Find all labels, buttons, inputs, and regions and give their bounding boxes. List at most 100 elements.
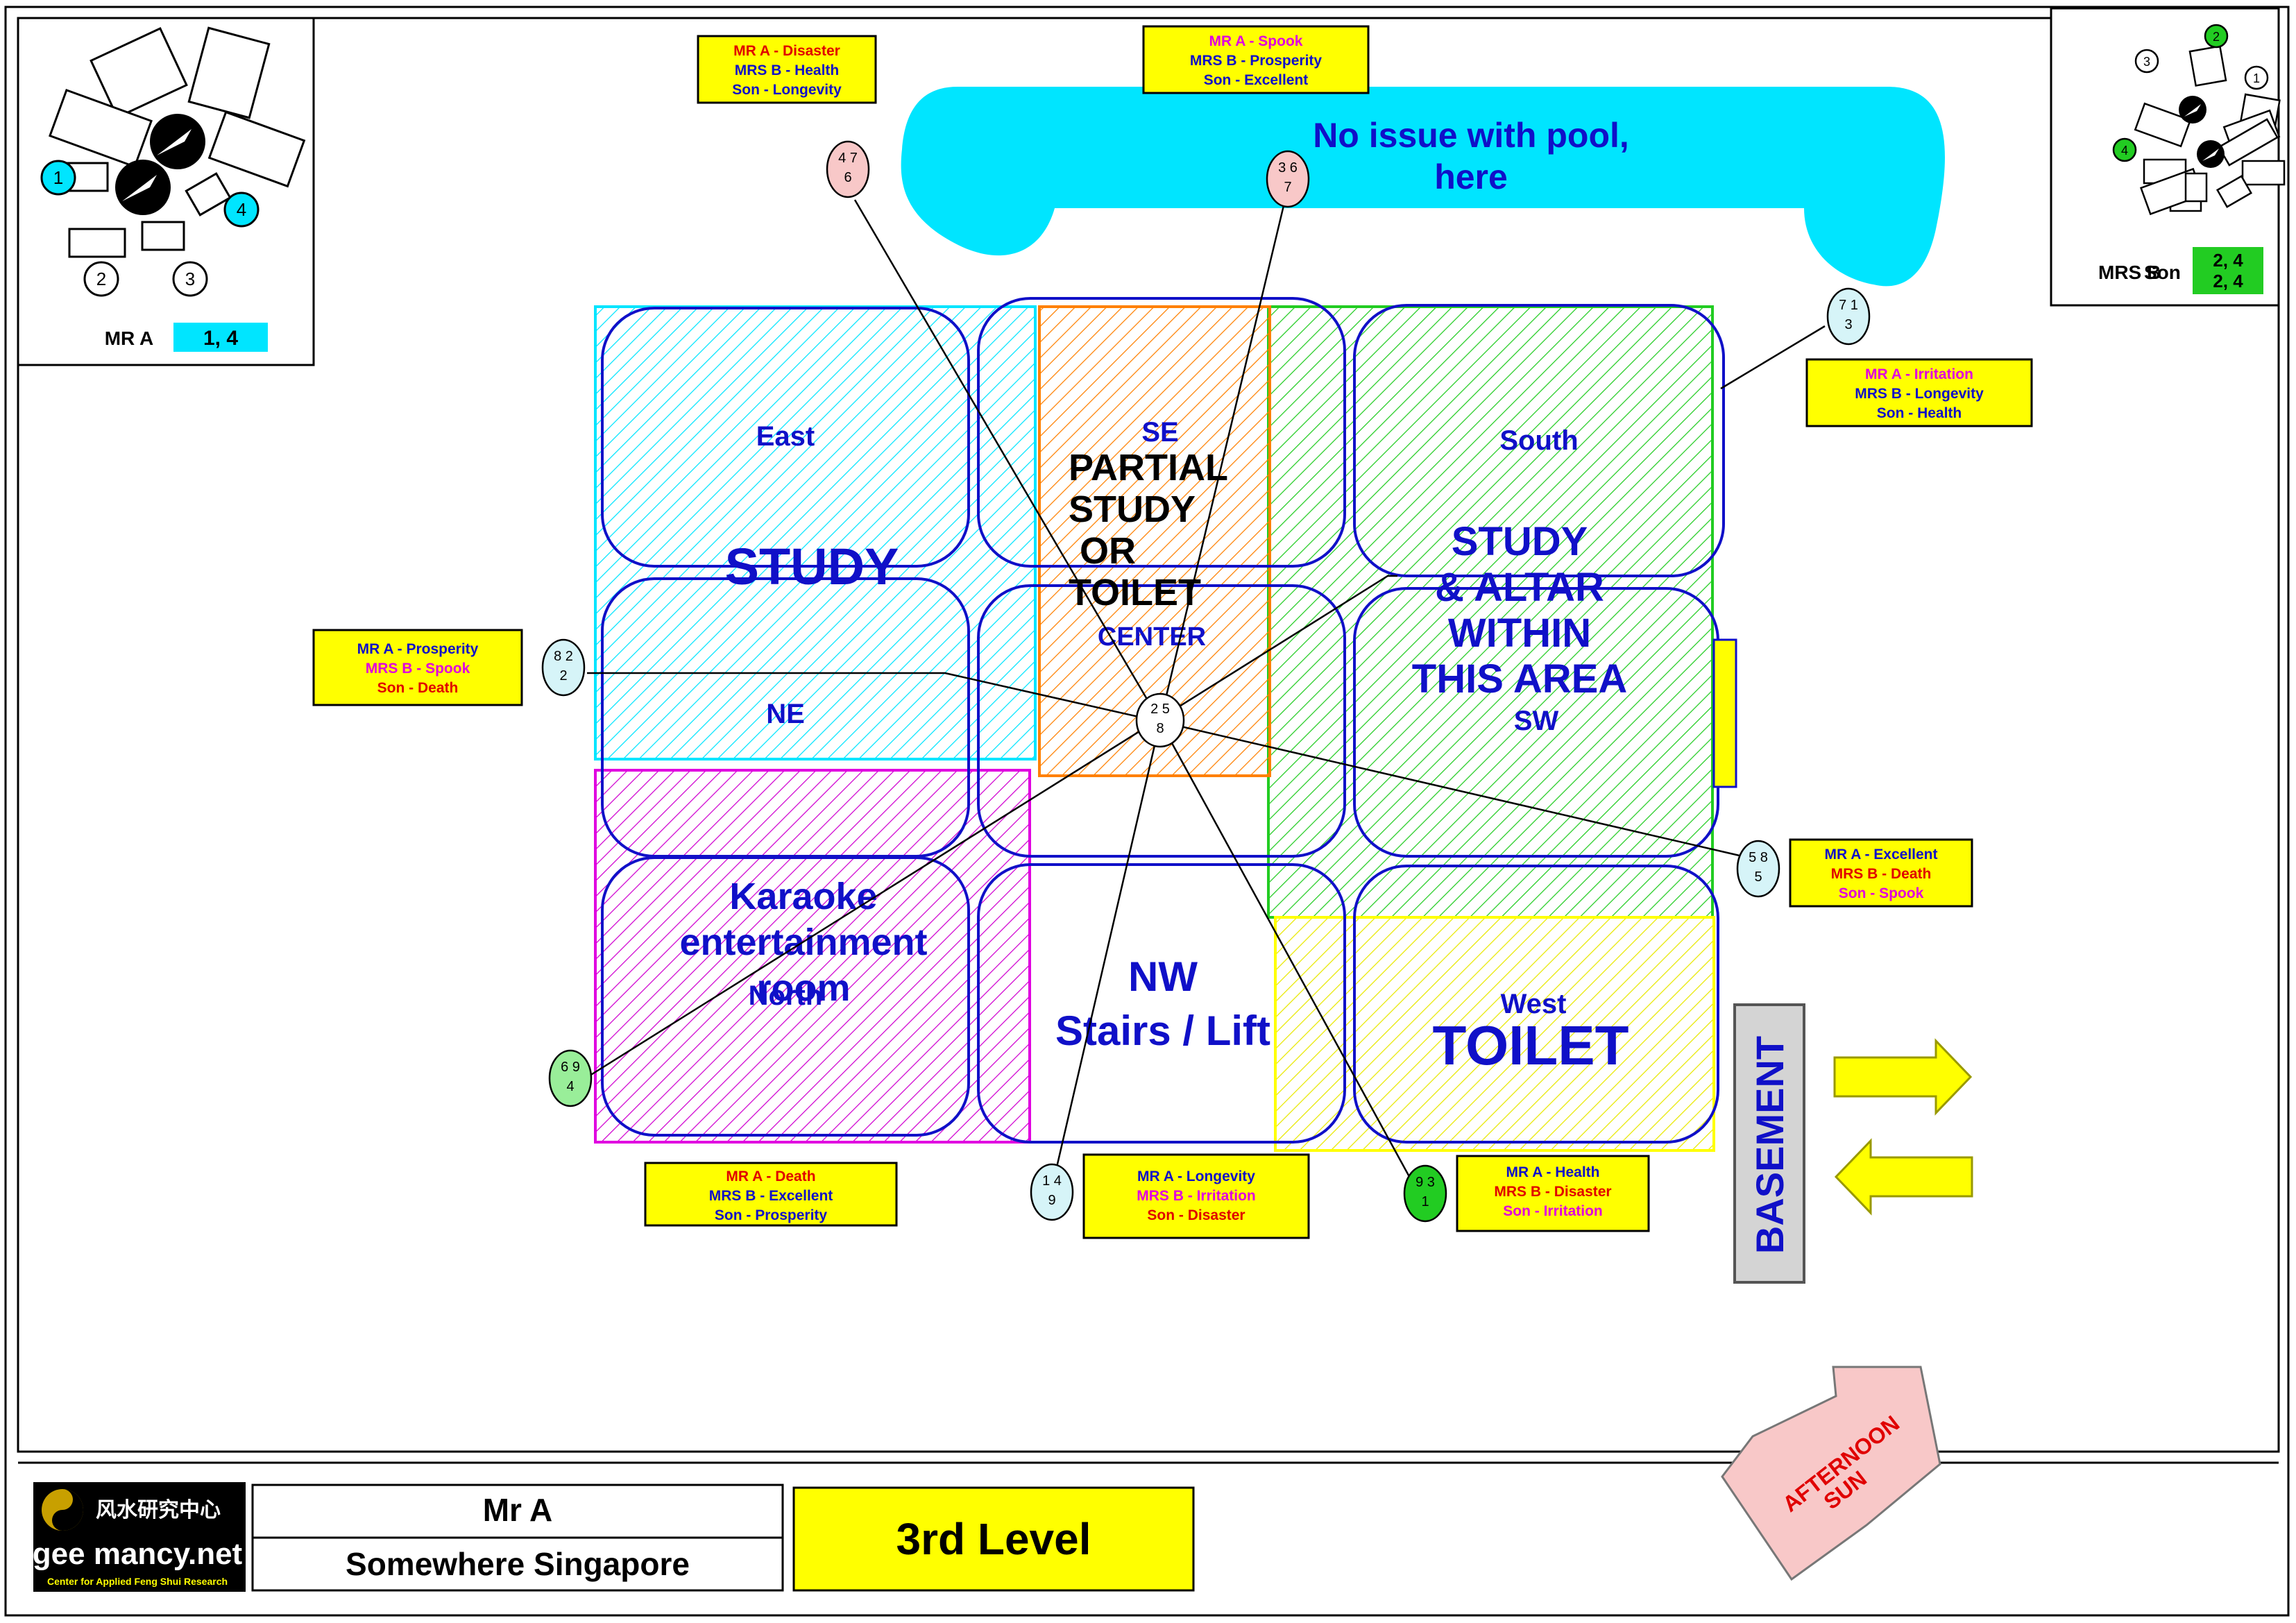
note-e-top-row2: MRS B - Health — [735, 62, 840, 78]
note-nw-bottom-row3: Son - Disaster — [1147, 1207, 1245, 1223]
area-label-altar-2: & ALTAR — [1435, 565, 1604, 610]
inset-mrs-b: 1 2 3 4 MRS B Son 2, 4 2, 4 — [2050, 7, 2286, 307]
star-sw-right — [1736, 840, 1780, 898]
room-se — [977, 297, 1346, 568]
room-label-north: North — [749, 980, 823, 1011]
inset-mrs-b-label: MRS B — [2098, 262, 2161, 283]
basement-block — [1733, 1003, 1805, 1284]
room-label-nw-line1: NW — [1128, 953, 1198, 1000]
basement-label: BASEMENT — [1748, 1036, 1792, 1254]
note-s-right-row2: MRS B - Longevity — [1855, 386, 1984, 402]
inset-mrs-b-pos-2: 2 — [2213, 30, 2220, 44]
star-nw-bottom-top: 1 4 — [1042, 1173, 1062, 1189]
room-label-ne: NE — [766, 699, 805, 729]
star-w-bottom — [1403, 1164, 1447, 1223]
note-w-bottom-row1: MR A - Health — [1506, 1164, 1600, 1180]
star-center — [1135, 692, 1185, 748]
location-name: Somewhere Singapore — [346, 1546, 690, 1582]
note-n-bottom-row2: MRS B - Excellent — [709, 1188, 833, 1204]
arrow-left-icon — [1834, 1138, 1973, 1216]
note-n-bottom-row3: Son - Prosperity — [715, 1207, 828, 1223]
room-label-south: South — [1499, 425, 1578, 456]
karaoke-area — [594, 769, 1031, 1144]
note-s-right-row3: Son - Health — [1877, 405, 1962, 421]
area-label-partial-4: TOILET — [1069, 572, 1201, 613]
note-se-top-row3: Son - Excellent — [1204, 72, 1309, 88]
star-sw-right-bottom: 5 — [1754, 869, 1762, 885]
note-box-n-bottom — [644, 1162, 898, 1227]
star-e-top-top: 4 7 — [838, 151, 858, 166]
star-center-top: 2 5 — [1150, 702, 1170, 717]
room-north — [601, 856, 970, 1137]
star-ne-left-top: 8 2 — [554, 649, 573, 664]
pool-note-line1: No issue with pool, — [1313, 116, 1629, 155]
note-sw-right-row2: MRS B - Death — [1831, 866, 1932, 882]
inner-frame — [17, 17, 2280, 1453]
room-center — [977, 584, 1346, 858]
note-e-top-row3: Son - Longevity — [732, 82, 842, 98]
area-label-partial-3: OR — [1080, 530, 1136, 572]
inset-mr-a-value: 1, 4 — [203, 327, 238, 350]
inset-mr-a-pos-3: 3 — [185, 269, 195, 289]
footer: 风水研究中心 gee mancy.net Center for Applied … — [33, 1482, 1195, 1592]
note-box-sw-right — [1789, 838, 1973, 908]
inset-mrs-b-pos-3: 3 — [2143, 55, 2150, 69]
note-ne-left-row1: MR A - Prosperity — [357, 641, 479, 657]
star-nw-bottom-bottom: 9 — [1048, 1193, 1055, 1208]
area-label-altar-4: THIS AREA — [1412, 656, 1627, 702]
room-west — [1353, 865, 1719, 1144]
inset-mrs-b-pos-1: 1 — [2253, 71, 2260, 85]
inset-mr-a-pos-4: 4 — [237, 199, 246, 220]
note-ne-left-row3: Son - Death — [377, 680, 459, 696]
client-name: Mr A — [483, 1492, 553, 1528]
star-s-right — [1826, 287, 1871, 346]
logo-sub: Center for Applied Feng Shui Research — [47, 1576, 228, 1587]
star-ne-left — [541, 638, 586, 697]
location-box — [251, 1536, 784, 1592]
note-sw-right-row1: MR A - Excellent — [1825, 847, 1938, 863]
room-label-center: CENTER — [1098, 622, 1206, 652]
room-label-toilet: TOILET — [1433, 1014, 1629, 1076]
room-south — [1353, 304, 1725, 577]
note-box-ne-left — [312, 629, 523, 706]
inset-mr-a-pos-1: 1 — [53, 167, 63, 188]
logo-chinese: 风水研究中心 — [96, 1498, 221, 1522]
room-label-east: East — [756, 421, 815, 452]
area-label-partial-1: PARTIAL — [1069, 447, 1228, 488]
star-n-left-top: 6 9 — [561, 1060, 580, 1075]
afternoon-sun-arrow-icon — [1721, 1366, 1941, 1581]
star-w-bottom-top: 9 3 — [1415, 1175, 1435, 1190]
note-box-se-top — [1142, 25, 1370, 94]
inset-mr-a: 1 2 3 4 MR A 1, 4 — [17, 17, 315, 366]
inset-mrs-b-pos-4: 4 — [2121, 144, 2128, 158]
star-n-left — [548, 1049, 593, 1107]
star-se-top — [1266, 150, 1310, 208]
star-e-top — [826, 140, 870, 198]
note-e-top-row1: MR A - Disaster — [733, 43, 840, 59]
area-label-partial-2: STUDY — [1069, 488, 1196, 530]
note-sw-right-row3: Son - Spook — [1839, 885, 1924, 901]
note-n-bottom-row1: MR A - Death — [726, 1169, 815, 1184]
star-center-bottom: 8 — [1156, 721, 1164, 736]
toilet-area-west — [1274, 916, 1715, 1152]
star-n-left-bottom: 4 — [566, 1079, 574, 1094]
outer-frame — [4, 6, 2290, 1617]
note-box-w-bottom — [1456, 1155, 1650, 1232]
star-nw-bottom — [1030, 1163, 1074, 1221]
note-se-top-row2: MRS B - Prosperity — [1190, 53, 1323, 69]
room-nw — [977, 863, 1346, 1144]
star-ne-left-bottom: 2 — [559, 668, 567, 683]
inset-mr-a-pos-2: 2 — [96, 269, 106, 289]
note-w-bottom-row3: Son - Irritation — [1503, 1203, 1603, 1219]
star-e-top-bottom: 6 — [844, 170, 851, 185]
connector-lines — [587, 199, 1826, 1189]
area-label-altar-1: STUDY — [1452, 519, 1588, 564]
note-nw-bottom-row2: MRS B - Irritation — [1137, 1188, 1256, 1204]
inset-son-label: Son — [2144, 262, 2181, 283]
inset-mrs-b-value2: 2, 4 — [2213, 271, 2243, 291]
room-label-west: West — [1501, 989, 1567, 1019]
inset-mr-a-label: MR A — [105, 328, 154, 349]
inset-mrs-b-compass-icon — [2179, 96, 2206, 124]
note-ne-left-row2: MRS B - Spook — [366, 661, 470, 677]
note-box-s-right — [1805, 358, 2033, 427]
